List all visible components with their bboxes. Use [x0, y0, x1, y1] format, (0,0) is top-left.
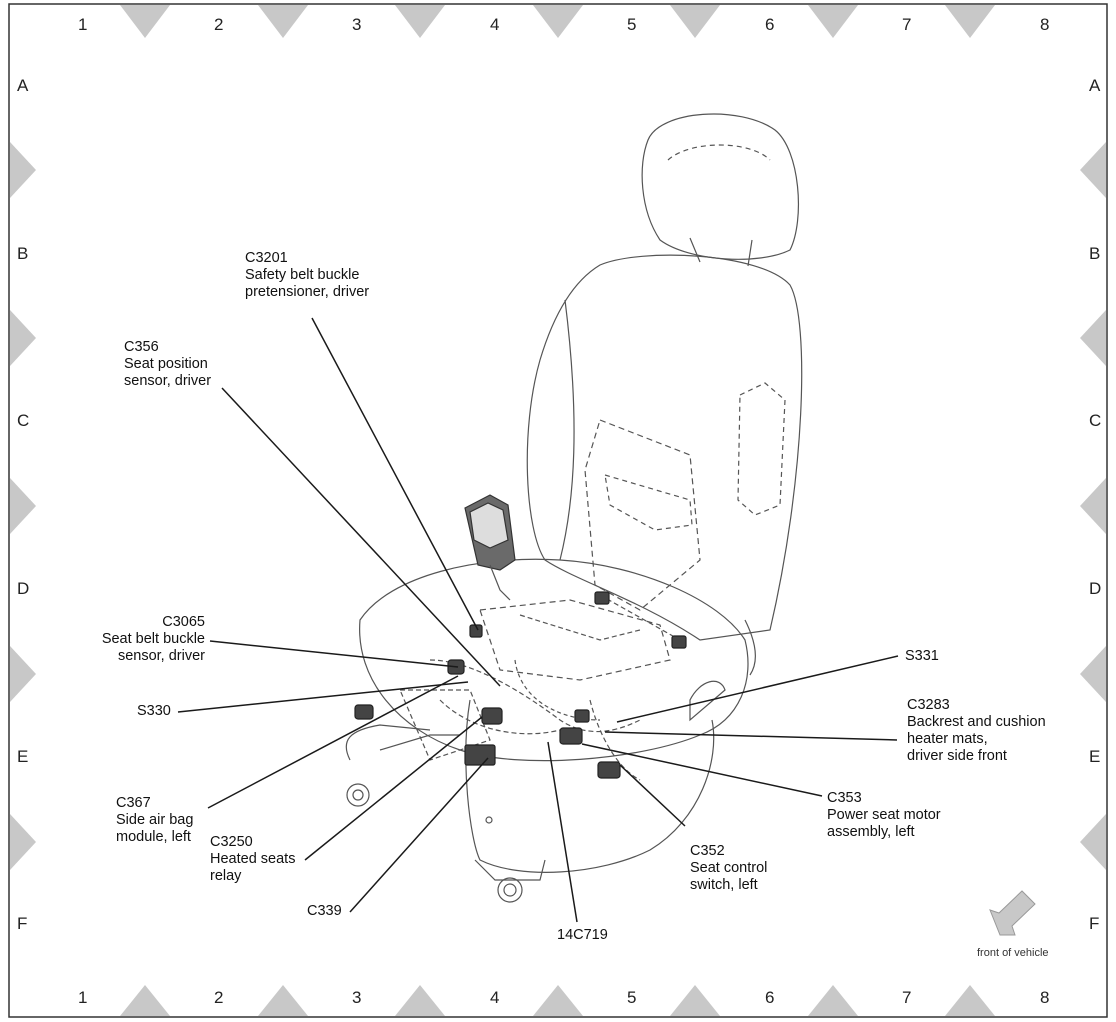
callout-desc-line: Seat control — [690, 860, 768, 876]
callout-c3283: C3283 Backrest and cushion heater mats, … — [907, 697, 1046, 765]
connector-id: C3250 — [210, 834, 253, 850]
callout-c3250: C3250 Heated seats relay — [210, 834, 295, 885]
row-label: F — [17, 914, 28, 933]
orientation-label: front of vehicle — [977, 947, 1049, 959]
connector-id: C367 — [116, 795, 151, 811]
connector-id: C3283 — [907, 697, 950, 713]
callout-s331: S331 — [905, 648, 939, 665]
column-label: 1 — [78, 15, 88, 34]
column-label: 8 — [1040, 988, 1050, 1007]
column-label: 7 — [902, 988, 912, 1007]
left-grid-markers — [10, 142, 36, 870]
leader-c356 — [221, 387, 501, 687]
row-label: B — [17, 244, 29, 263]
leader-s330 — [177, 681, 469, 713]
connector-id: C352 — [690, 843, 725, 859]
column-label: 2 — [214, 15, 224, 34]
connector-id: S331 — [905, 648, 939, 664]
column-label: 6 — [765, 988, 775, 1007]
callout-s330: S330 — [137, 703, 171, 720]
callout-desc-line: sensor, driver — [124, 373, 212, 389]
callout-desc-line: Power seat motor — [827, 807, 941, 823]
callout-c356: C356 Seat position sensor, driver — [124, 339, 211, 390]
callout-c352: C352 Seat control switch, left — [690, 843, 767, 894]
callout-c367: C367 Side air bag module, left — [116, 795, 193, 846]
column-label: 2 — [214, 988, 224, 1007]
leader-c3201 — [311, 317, 479, 631]
callout-desc-line: sensor, driver — [117, 648, 205, 664]
column-label: 5 — [627, 988, 637, 1007]
column-label: 3 — [352, 15, 362, 34]
callout-c3065: C3065 Seat belt buckle sensor, driver — [70, 614, 205, 665]
row-label: E — [17, 747, 29, 766]
leader-c353 — [581, 743, 823, 797]
callout-desc-line: Seat position — [124, 356, 208, 372]
connector-id: C3065 — [162, 614, 205, 630]
seat-drawing — [345, 113, 803, 903]
leader-14c719 — [547, 741, 578, 923]
leader-s331 — [616, 655, 899, 723]
column-label: 8 — [1040, 15, 1050, 34]
callout-desc-line: Side air bag — [116, 812, 194, 828]
leader-c367 — [207, 675, 459, 809]
column-label: 3 — [352, 988, 362, 1007]
callout-c339: C339 — [307, 903, 342, 920]
connector-id: C353 — [827, 790, 862, 806]
row-label: D — [17, 579, 30, 598]
callout-desc-line: Seat belt buckle — [101, 631, 205, 647]
leader-c3283 — [604, 731, 898, 741]
row-label: F — [1089, 914, 1100, 933]
connector-id: C3201 — [245, 250, 288, 266]
callout-desc-line: Safety belt buckle — [245, 267, 360, 283]
callout-desc-line: relay — [210, 868, 242, 884]
callout-14c719: 14C719 — [557, 927, 608, 944]
leader-lines — [177, 317, 899, 923]
leader-c3065 — [209, 640, 459, 668]
connector-id: S330 — [137, 703, 171, 719]
row-label: D — [1089, 579, 1102, 598]
leader-c339 — [349, 757, 489, 913]
connector-id: C356 — [124, 339, 159, 355]
callout-desc-line: Backrest and cushion — [907, 714, 1046, 730]
column-label: 5 — [627, 15, 637, 34]
top-grid-markers — [120, 5, 995, 38]
row-label: C — [17, 411, 30, 430]
row-label: A — [17, 76, 29, 95]
diagram-border — [8, 3, 1108, 1018]
column-label: 7 — [902, 15, 912, 34]
callout-c353: C353 Power seat motor assembly, left — [827, 790, 941, 841]
callout-desc-line: switch, left — [690, 877, 758, 893]
column-label: 6 — [765, 15, 775, 34]
right-grid-markers — [1080, 142, 1106, 870]
leader-c3250 — [304, 716, 483, 861]
callout-desc-line: module, left — [116, 829, 191, 845]
bottom-grid-markers — [120, 985, 995, 1016]
column-label: 1 — [78, 988, 88, 1007]
arrow-down-left-icon — [989, 890, 1036, 936]
row-label: E — [1089, 747, 1101, 766]
callout-desc-line: assembly, left — [827, 824, 915, 840]
column-label: 4 — [490, 988, 500, 1007]
callout-desc-line: heater mats, — [907, 731, 988, 747]
leader-c352 — [619, 764, 686, 827]
row-label: C — [1089, 411, 1102, 430]
callout-desc-line: pretensioner, driver — [245, 284, 370, 300]
callout-desc-line: driver side front — [907, 748, 1007, 764]
column-label: 4 — [490, 15, 500, 34]
callout-c3201: C3201 Safety belt buckle pretensioner, d… — [245, 250, 369, 301]
row-label: A — [1089, 76, 1101, 95]
callout-desc-line: Heated seats — [210, 851, 296, 867]
connector-id: 14C719 — [557, 927, 608, 943]
connector-id: C339 — [307, 903, 342, 919]
row-label: B — [1089, 244, 1101, 263]
